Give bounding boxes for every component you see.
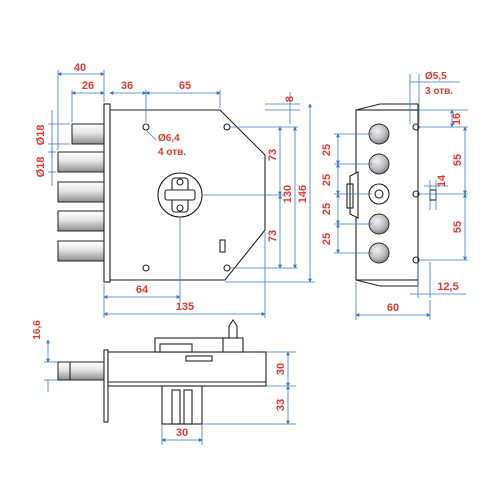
dim-55-lower: 55: [452, 221, 464, 233]
dim-8: 8: [284, 96, 296, 102]
bottom-view: [57, 319, 267, 425]
bolt-4: [57, 210, 107, 232]
dim-146: 146: [297, 185, 309, 203]
latch: [349, 171, 359, 219]
dim-14: 14: [436, 174, 448, 187]
dim-36: 36: [121, 80, 133, 92]
dim-60: 60: [387, 302, 399, 314]
cylinder: [157, 172, 203, 218]
dim-130: 130: [282, 185, 294, 203]
dim-25-c: 25: [321, 203, 333, 215]
dim-16-6: 16,6: [32, 320, 43, 340]
dim-73-lower: 73: [267, 230, 279, 242]
dim-25-d: 25: [321, 233, 333, 245]
side-hole-count-label: 3 отв.: [425, 86, 453, 97]
bottom-front-plate: [103, 349, 109, 423]
hole-diameter-label: Ø6,4: [158, 133, 180, 144]
bottom-cylinder: [161, 385, 203, 425]
dim-12-5: 12,5: [437, 281, 458, 293]
front-dimensions: [48, 70, 315, 318]
bolt-1: [71, 123, 107, 145]
dim-40: 40: [74, 62, 86, 74]
dim-30-horizontal: 30: [176, 427, 188, 439]
mount-hole-3: [142, 264, 150, 272]
bolt-5: [57, 240, 107, 262]
bottom-bolt: [57, 361, 105, 381]
dim-26: 26: [82, 80, 94, 92]
dim-25-b: 25: [321, 174, 333, 186]
dim-25-a: 25: [321, 144, 333, 156]
side-dimensions: [334, 74, 468, 320]
dim-diam-18-top: Ø18: [35, 125, 47, 146]
dim-135: 135: [176, 301, 194, 313]
small-slot: [219, 239, 226, 253]
side-hole-diameter-label: Ø5,5: [425, 71, 447, 82]
dim-65: 65: [179, 80, 191, 92]
dim-16: 16: [451, 113, 463, 125]
dim-33: 33: [275, 399, 287, 411]
bolt-2: [57, 151, 107, 173]
dim-73-upper: 73: [267, 149, 279, 161]
dim-64: 64: [136, 284, 149, 296]
dim-30-vertical: 30: [275, 363, 287, 375]
front-view: [57, 103, 266, 283]
knob: [228, 319, 238, 339]
dim-55-upper: 55: [452, 154, 464, 166]
front-bolts: [57, 123, 107, 262]
front-plate: [103, 103, 111, 283]
bolt-3: [57, 181, 107, 203]
dim-diam-18-bottom: Ø18: [35, 157, 47, 178]
hole-count-label: 4 отв.: [158, 147, 186, 158]
side-view: [346, 103, 437, 287]
bottom-dimensions: [44, 339, 296, 445]
